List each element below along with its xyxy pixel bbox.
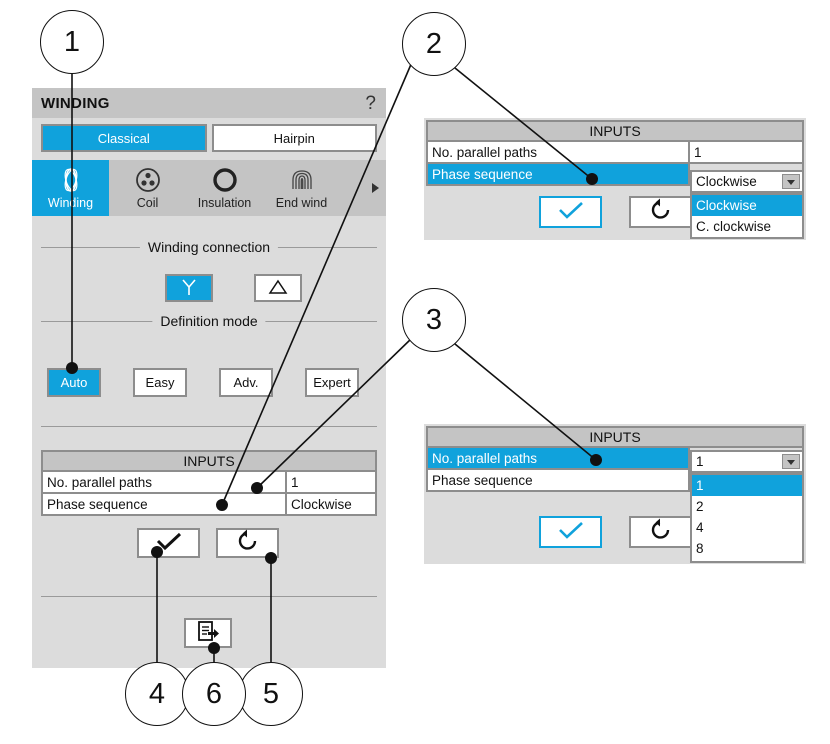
sidebar-item-end-winding[interactable]: End wind [263,160,340,216]
inputs-table-header: INPUTS [41,450,377,472]
check-icon [556,520,586,545]
row-label-phase-sequence: Phase sequence [426,164,690,186]
winding-connection-delta-button[interactable] [254,274,302,302]
parallel-paths-dropdown-list: 1 2 4 8 [690,473,804,563]
sidebar-item-winding[interactable]: Winding [32,160,109,216]
sidebar-item-label: Winding [47,196,94,210]
check-icon [556,200,586,225]
phase-sequence-dropdown-list: Clockwise C. clockwise [690,193,804,239]
definition-mode-auto-button[interactable]: Auto [47,368,101,397]
reset-arrow-icon [649,518,673,547]
dropdown-option-c-clockwise[interactable]: C. clockwise [696,219,772,234]
tab-hairpin[interactable]: Hairpin [211,124,377,152]
inputs-table-header: INPUTS [426,120,804,142]
divider [41,426,377,427]
row-value-phase-sequence[interactable]: Clockwise [287,494,377,516]
panel-titlebar: WINDING ? [32,88,386,118]
confirm-button[interactable] [137,528,200,558]
winding-icon [57,165,85,195]
sidebar-item-insulation[interactable]: Insulation [186,160,263,216]
winding-panel: WINDING ? Classical Hairpin Winding [32,88,386,668]
export-button[interactable] [184,618,232,648]
delta-connection-icon [268,278,288,299]
callout-1: 1 [40,10,104,74]
nav-tabstrip: Winding Coil Insulation [32,160,386,216]
table-row[interactable]: Phase sequence Clockwise [41,494,377,516]
confirm-button[interactable] [539,196,602,228]
callout-5: 5 [239,662,303,726]
table-row[interactable]: No. parallel paths 1 [41,472,377,494]
sidebar-item-coil[interactable]: Coil [109,160,186,216]
winding-connection-group-header: Winding connection [41,240,377,254]
parallel-paths-dropdown[interactable]: 1 [690,450,804,473]
dropdown-option-8[interactable]: 8 [696,541,704,556]
row-label-no-parallel-paths: No. parallel paths [41,472,287,494]
row-value-no-parallel-paths[interactable]: 1 [690,142,804,164]
callout-4: 4 [125,662,189,726]
callout-3: 3 [402,288,466,352]
definition-mode-adv-button[interactable]: Adv. [219,368,273,397]
end-winding-icon [287,165,317,195]
row-label-no-parallel-paths: No. parallel paths [426,142,690,164]
winding-connection-wye-button[interactable] [165,274,213,302]
sidebar-item-label: End wind [275,196,328,210]
callout-6: 6 [182,662,246,726]
row-value-no-parallel-paths[interactable]: 1 [287,472,377,494]
sidebar-item-label: Insulation [197,196,252,210]
definition-mode-easy-button[interactable]: Easy [133,368,187,397]
group-caption: Definition mode [152,314,266,328]
reset-arrow-icon [649,198,673,227]
reset-button[interactable] [216,528,279,558]
dropdown-value: 1 [696,454,704,469]
export-document-icon [196,620,220,647]
dropdown-option-clockwise[interactable]: Clockwise [692,195,802,216]
group-caption: Winding connection [139,240,279,254]
wye-connection-icon [179,277,199,300]
chevron-down-icon[interactable] [782,174,800,189]
reset-button[interactable] [629,516,692,548]
chevron-down-icon[interactable] [782,454,800,469]
insulation-icon [211,165,239,195]
confirm-button[interactable] [539,516,602,548]
winding-type-toggle: Classical Hairpin [41,124,377,152]
inputs-table-header: INPUTS [426,426,804,448]
definition-mode-group-header: Definition mode [41,314,377,328]
check-icon [154,531,184,556]
row-label-no-parallel-paths: No. parallel paths [426,448,690,470]
dropdown-option-4[interactable]: 4 [696,520,704,535]
definition-mode-expert-button[interactable]: Expert [305,368,359,397]
table-row[interactable]: No. parallel paths 1 [426,142,804,164]
reset-arrow-icon [236,529,260,558]
chevron-right-icon[interactable] [364,160,386,216]
phase-sequence-dropdown[interactable]: Clockwise [690,170,804,193]
callout-2: 2 [402,12,466,76]
tab-classical[interactable]: Classical [41,124,207,152]
dropdown-value: Clockwise [696,174,757,189]
row-label-phase-sequence: Phase sequence [41,494,287,516]
row-label-phase-sequence: Phase sequence [426,470,690,492]
reset-button[interactable] [629,196,692,228]
sidebar-item-label: Coil [136,196,159,210]
page-title: WINDING [41,94,110,112]
help-icon[interactable]: ? [365,92,376,114]
divider [41,596,377,597]
dropdown-option-2[interactable]: 2 [696,499,704,514]
dropdown-option-1[interactable]: 1 [692,475,802,496]
coil-icon [134,165,162,195]
inputs-table: INPUTS No. parallel paths 1 Phase sequen… [41,450,377,516]
